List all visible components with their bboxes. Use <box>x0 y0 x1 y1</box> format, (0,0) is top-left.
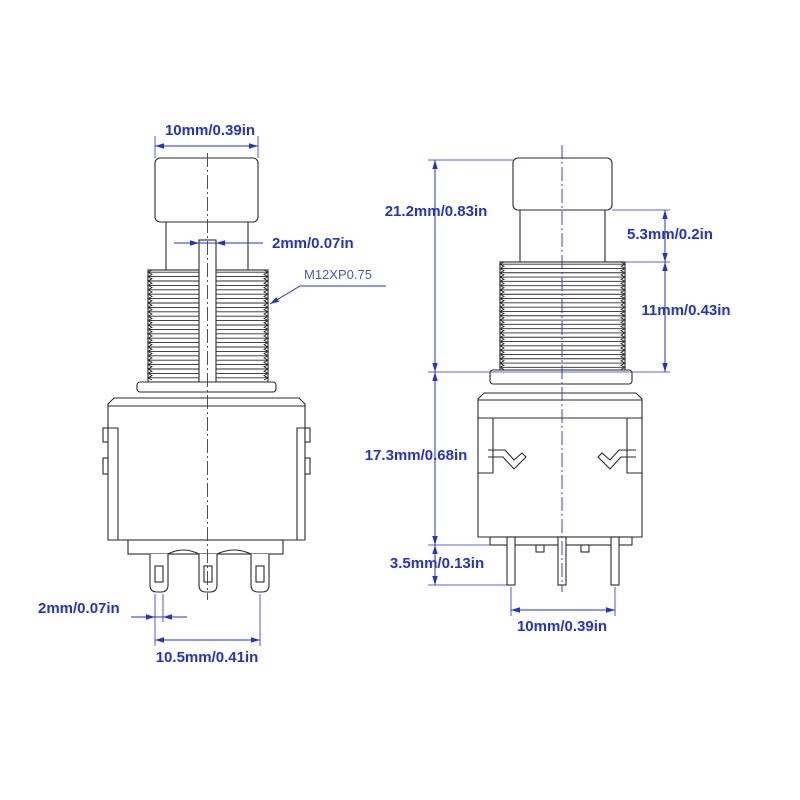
body-right-window <box>626 418 642 474</box>
plunger-stem <box>165 222 249 270</box>
body-base <box>127 539 284 555</box>
mounting-nut <box>136 381 277 393</box>
thread-length-label: 11mm/0.43in <box>641 302 730 319</box>
terminal-pin <box>610 536 620 586</box>
terminal-length-label: 3.5mm/0.13in <box>390 555 484 572</box>
body-tab <box>102 457 109 475</box>
body-right-wall <box>296 427 305 540</box>
body-tab <box>304 457 311 475</box>
spring-clip <box>597 449 636 470</box>
right-view: 21.2mm/0.83in 17.3mm/0.68in 3.5mm/0.13in… <box>365 145 731 635</box>
body-left-wall <box>108 427 119 540</box>
terminal-spacing-label: 10mm/0.39in <box>517 618 607 635</box>
cap-width-label: 10mm/0.39in <box>165 122 255 139</box>
terminal-spacing-label: 10.5mm/0.41in <box>156 649 259 666</box>
right-dimensions: 21.2mm/0.83in 17.3mm/0.68in 3.5mm/0.13in… <box>365 159 731 635</box>
body-left-window <box>478 418 494 474</box>
terminal-width-label: 2mm/0.07in <box>38 600 120 617</box>
thread-edge <box>620 261 626 370</box>
switch-body <box>477 392 643 546</box>
left-view: 10mm/0.39in 2mm/0.07in M12XP0.75 2mm/0.0… <box>38 122 386 666</box>
body-tab <box>102 427 109 443</box>
thread-spec-leader <box>269 285 386 305</box>
body-outline <box>477 392 643 538</box>
lug-hole <box>154 565 164 583</box>
locating-stub <box>580 544 590 553</box>
slot-width-label: 2mm/0.07in <box>272 235 354 252</box>
overall-height-label: 21.2mm/0.83in <box>385 203 488 220</box>
thread-edge <box>499 261 505 370</box>
plunger-stem <box>519 210 606 262</box>
left-dimensions: 10mm/0.39in 2mm/0.07in M12XP0.75 2mm/0.0… <box>38 122 386 666</box>
terminal-pin <box>506 536 516 586</box>
thread-spec-label: M12XP0.75 <box>304 267 372 282</box>
base-arch <box>167 549 252 555</box>
lug-hole <box>203 565 213 583</box>
actuator-cap <box>154 157 259 223</box>
body-height-label: 17.3mm/0.68in <box>365 447 468 464</box>
locating-stub <box>535 544 545 553</box>
thread-edge <box>147 269 153 381</box>
actuator-cap <box>512 157 613 211</box>
body-tab <box>304 427 311 443</box>
thread-edge <box>263 269 269 381</box>
solder-lugs <box>149 554 270 593</box>
mounting-nut <box>489 369 633 385</box>
stem-length-label: 5.3mm/0.2in <box>627 226 713 243</box>
threaded-bushing <box>499 261 626 371</box>
switch-body <box>102 397 311 555</box>
body-outline <box>107 397 306 541</box>
spring-clip <box>488 449 527 470</box>
lug-hole <box>255 565 265 583</box>
